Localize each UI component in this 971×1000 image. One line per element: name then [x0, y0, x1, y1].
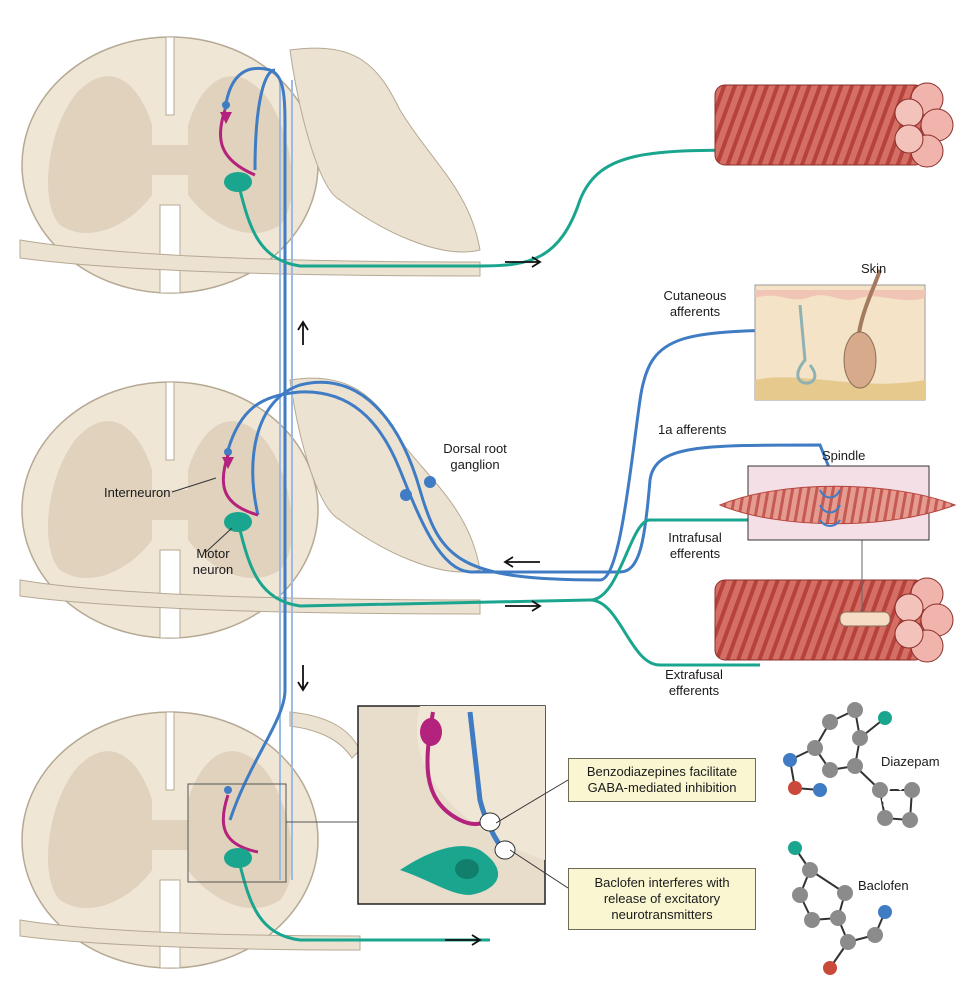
dorsal-root-line-2: ganglion [450, 457, 500, 472]
benzodiazepines-line-1: Benzodiazepines facilitate [586, 764, 738, 779]
arrow-right-top [505, 256, 542, 268]
arrow-right-middle [505, 600, 542, 612]
skin-label: Skin [861, 261, 887, 276]
dorsal-root-line-1: Dorsal root [443, 441, 507, 456]
extrafusal-line-1: Extrafusal [665, 667, 723, 682]
motor-neuron-line-1: Motor [196, 546, 230, 561]
dorsal-root-middle [289, 377, 481, 573]
spindle-inset [718, 465, 957, 541]
intrafusal-line-1: Intrafusal [668, 530, 722, 545]
cutaneous-afferents-label: Cutaneous afferents [656, 288, 734, 320]
intrafusal-line-2: efferents [669, 546, 721, 561]
muscle-bundle-bottom [714, 577, 954, 663]
cutaneous-label-line-1: Cutaneous [663, 288, 727, 303]
diazepam-molecule [783, 702, 920, 828]
baclofen-callout-line-3: neurotransmitters [611, 907, 713, 922]
interneuron-label: Interneuron [104, 485, 171, 500]
ia-afferents-label: 1a afferents [658, 422, 727, 437]
spindle-inset-marker [839, 611, 891, 627]
dorsal-root-ganglion-label: Dorsal root ganglion [430, 441, 520, 473]
diazepam-label: Diazepam [881, 754, 940, 769]
baclofen-label: Baclofen [858, 878, 909, 893]
motor-neuron-line-2: neuron [192, 562, 234, 577]
synapse-magnified-inset [187, 705, 546, 905]
benzodiazepines-callout: Benzodiazepines facilitate GABA-mediated… [568, 758, 756, 802]
intrafusal-efferents-label: Intrafusal efferents [650, 530, 740, 562]
motor-neuron-label: Motor neuron [188, 546, 238, 578]
cutaneous-label-line-2: afferents [669, 304, 721, 319]
baclofen-callout: Baclofen interferes with release of exci… [568, 868, 756, 930]
benzodiazepines-line-2: GABA-mediated inhibition [587, 780, 737, 795]
muscle-bundle-top [714, 82, 954, 168]
spindle-label: Spindle [822, 448, 866, 463]
arrow-up [297, 320, 309, 345]
skin-inset [754, 269, 926, 401]
extrafusal-line-2: efferents [668, 683, 720, 698]
arrow-right-bottom [445, 934, 482, 946]
baclofen-callout-line-2: release of excitatory [603, 891, 721, 906]
baclofen-molecule [788, 841, 892, 975]
baclofen-callout-line-1: Baclofen interferes with [594, 875, 730, 890]
arrow-down [297, 665, 309, 692]
dorsal-root-top [289, 47, 481, 253]
arrow-left-middle [503, 556, 540, 568]
extrafusal-efferents-label: Extrafusal efferents [648, 667, 740, 699]
